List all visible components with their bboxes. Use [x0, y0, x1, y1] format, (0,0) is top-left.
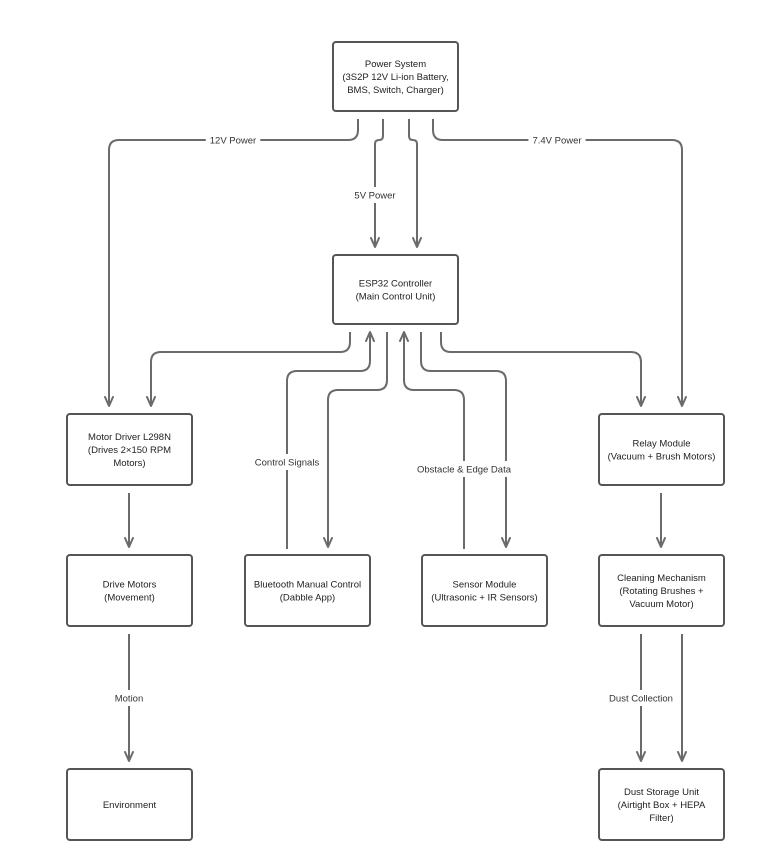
node-sensor: Sensor Module (Ultrasonic + IR Sensors): [421, 554, 548, 627]
node-text-line: ESP32 Controller: [359, 279, 432, 290]
edge-esp32-to-bluetooth: [323, 332, 388, 548]
edge-power-to-esp32: [408, 119, 422, 248]
node-text-line: (Airtight Box + HEPA: [618, 800, 706, 811]
node-text-line: Motors): [113, 458, 145, 469]
node-box: [332, 254, 459, 325]
edge-label-background: [110, 690, 148, 706]
node-box: [598, 768, 725, 841]
node-text-line: Drive Motors: [103, 580, 157, 591]
edge-label-text: 12V Power: [210, 136, 256, 147]
node-box: [66, 768, 193, 841]
edge-label-power-5v: 5V Power: [350, 187, 400, 203]
node-box: [332, 41, 459, 112]
node-box: [598, 413, 725, 486]
edge-sensor-to-esp32: [399, 331, 465, 549]
edge-label-background: [528, 132, 586, 148]
node-relay: Relay Module (Vacuum + Brush Motors): [598, 413, 725, 486]
node-box: [421, 554, 548, 627]
edge-esp32-to-relay: [440, 332, 646, 407]
node-box: [598, 554, 725, 627]
node-power: Power System (3S2P 12V Li-ion Battery, BMS…: [332, 41, 459, 112]
node-cleaning: Cleaning Mechanism (Rotating Brushes + Vac…: [598, 554, 725, 627]
edge-label-text: 7.4V Power: [532, 136, 581, 147]
node-text-line: (Dabble App): [280, 593, 335, 604]
node-text-line: Dust Storage Unit: [624, 787, 699, 798]
node-text-line: (Vacuum + Brush Motors): [608, 452, 716, 463]
edge-bluetooth-to-esp32: [286, 331, 375, 549]
node-text-line: (Ultrasonic + IR Sensors): [431, 593, 537, 604]
edge-label-background: [350, 187, 400, 203]
node-dust: Dust Storage Unit (Airtight Box + HEPA Fil…: [598, 768, 725, 841]
edge-label-dust-collection: Dust Collection: [605, 690, 677, 706]
node-environment: Environment: [66, 768, 193, 841]
edge-power-to-relay: [432, 119, 687, 407]
edge-label-text: Dust Collection: [609, 694, 673, 705]
node-text-line: Cleaning Mechanism: [617, 573, 706, 584]
edge-label-background: [413, 461, 515, 477]
node-motor-driver: Motor Driver L298N (Drives 2×150 RPM Motor…: [66, 413, 193, 486]
node-text-line: (Rotating Brushes +: [619, 586, 704, 597]
node-box: [244, 554, 371, 627]
edge-label-text: Motion: [115, 694, 144, 705]
edge-label-background: [205, 132, 261, 148]
node-text-line: Filter): [649, 813, 673, 824]
edge-label-motion: Motion: [110, 690, 148, 706]
edge-label-power-7v4: 7.4V Power: [528, 132, 586, 148]
node-text-line: Relay Module: [632, 439, 690, 450]
node-text-line: Bluetooth Manual Control: [254, 580, 361, 591]
edge-power-to-motor-driver: [104, 119, 359, 407]
edge-label-power-12v: 12V Power: [205, 132, 261, 148]
node-text-line: (Main Control Unit): [356, 292, 436, 303]
node-box: [66, 413, 193, 486]
edge-label-text: 5V Power: [354, 191, 395, 202]
edge-label-background: [605, 690, 677, 706]
node-esp32: ESP32 Controller (Main Control Unit): [332, 254, 459, 325]
edge-esp32-to-sensor: [420, 332, 511, 548]
node-text-line: (3S2P 12V Li-ion Battery,: [342, 72, 448, 83]
edge-label-background: [250, 454, 324, 470]
node-text-line: Motor Driver L298N: [88, 432, 171, 443]
node-text-line: Environment: [103, 800, 157, 811]
edge-label-obstacle-edge: Obstacle & Edge Data: [413, 461, 515, 477]
edge-esp32-to-motor-driver: [146, 332, 351, 407]
node-text-line: BMS, Switch, Charger): [347, 85, 444, 96]
node-box: [66, 554, 193, 627]
node-text-line: (Drives 2×150 RPM: [88, 445, 171, 456]
node-bluetooth: Bluetooth Manual Control (Dabble App): [244, 554, 371, 627]
node-drive-motors: Drive Motors (Movement): [66, 554, 193, 627]
node-text-line: Power System: [365, 59, 426, 70]
edge-label-text: Control Signals: [255, 458, 320, 469]
node-text-line: Sensor Module: [453, 580, 517, 591]
node-text-line: Vacuum Motor): [629, 599, 693, 610]
node-text-line: (Movement): [104, 593, 155, 604]
edge-label-text: Obstacle & Edge Data: [417, 465, 512, 476]
connector-group: [104, 119, 687, 762]
edge-power-to-esp32-5v: [370, 119, 384, 248]
edge-label-control-signals: Control Signals: [250, 454, 324, 470]
node-group: Power System (3S2P 12V Li-ion Battery, BMS…: [66, 41, 725, 841]
